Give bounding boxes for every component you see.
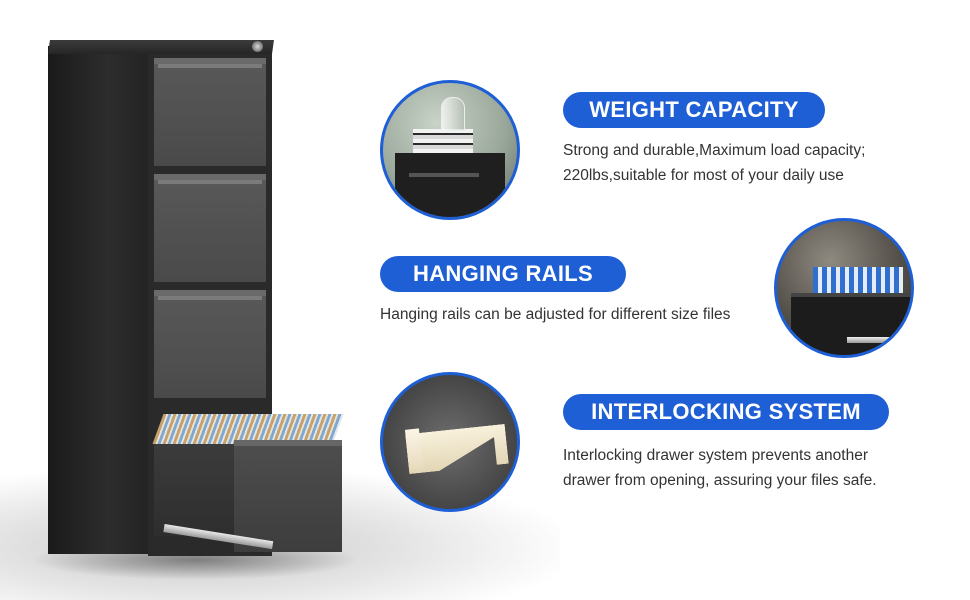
interlocking-system-description: Interlocking drawer system prevents anot… <box>563 443 953 493</box>
description-line: drawer from opening, assuring your files… <box>563 472 877 489</box>
cabinet-top <box>48 40 274 54</box>
open-drawer <box>152 414 344 552</box>
drawer-handle <box>158 296 262 300</box>
open-drawer-side <box>154 440 236 536</box>
drawer-handle <box>158 64 262 68</box>
hanging-rails-badge: HANGING RAILS <box>380 256 626 292</box>
description-line: Hanging rails can be adjusted for differ… <box>380 306 731 323</box>
cabinet-side <box>48 46 148 554</box>
interlocking-system-badge: INTERLOCKING SYSTEM <box>563 394 889 430</box>
cabinet-top-photo <box>395 153 505 217</box>
description-line: Interlocking drawer system prevents anot… <box>563 447 868 464</box>
open-drawer-front <box>234 440 342 552</box>
interlocking-system-photo <box>380 372 520 512</box>
weight-capacity-photo <box>380 80 520 220</box>
description-line: 220lbs,suitable for most of your daily u… <box>563 167 844 184</box>
file-cabinet-image <box>48 40 344 556</box>
lock-icon <box>252 41 263 52</box>
drawer-handle <box>158 180 262 184</box>
weight-capacity-badge: WEIGHT CAPACITY <box>563 92 825 128</box>
glass-dome <box>441 97 465 131</box>
hanging-rails-photo <box>774 218 914 358</box>
hanging-rails-description: Hanging rails can be adjusted for differ… <box>380 302 770 327</box>
books-stack <box>413 129 473 153</box>
description-line: Strong and durable,Maximum load capacity… <box>563 142 866 159</box>
weight-capacity-description: Strong and durable,Maximum load capacity… <box>563 138 943 188</box>
hanging-folders <box>813 267 903 295</box>
drawer-with-rail <box>791 293 911 355</box>
cabinet-drawer-2 <box>154 174 266 282</box>
cabinet-drawer-1 <box>154 58 266 166</box>
cabinet-drawer-3 <box>154 290 266 398</box>
